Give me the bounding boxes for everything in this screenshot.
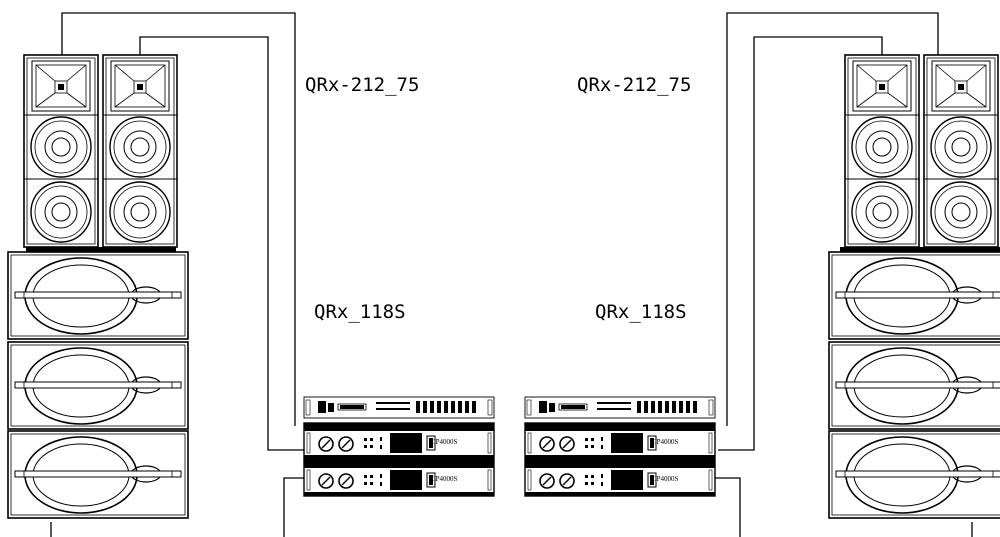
left-speaker-stack [7,54,189,519]
amplifier-model-label: CP4000S [652,438,679,446]
right-equipment-rack: CP4000S CP4000S [524,396,716,497]
processor-unit [524,396,716,419]
processor-unit [303,396,495,419]
amplifier-unit [524,422,716,460]
subwoofer-cabinet [828,430,1000,519]
amplifier-model-label: CP4000S [431,475,458,483]
left-equipment-rack: CP4000S CP4000S [303,396,495,497]
amplifier-unit [303,422,495,460]
cabinet-rigging-bar [26,247,176,252]
mid-high-cabinet [102,54,178,248]
mid-high-cabinet [923,54,999,248]
label-sub-left: QRx_118S [314,301,406,323]
subwoofer-cabinet [828,251,1000,340]
amplifier-model-label: CP4000S [431,438,458,446]
amplifier-unit [524,459,716,497]
label-sub-right: QRx_118S [595,301,687,323]
subwoofer-cabinet [828,341,1000,430]
label-top-right: QRx-212_75 [577,74,691,96]
amplifier-unit [303,459,495,497]
subwoofer-cabinet [7,430,189,519]
mid-high-cabinet [844,54,920,248]
cabinet-rigging-bar [840,247,1000,252]
right-speaker-stack [828,54,1000,519]
subwoofer-cabinet [7,341,189,430]
speaker-wires [50,12,973,537]
label-top-left: QRx-212_75 [305,74,419,96]
subwoofer-cabinet [7,251,189,340]
amplifier-model-label: CP4000S [652,475,679,483]
mid-high-cabinet [23,54,99,248]
